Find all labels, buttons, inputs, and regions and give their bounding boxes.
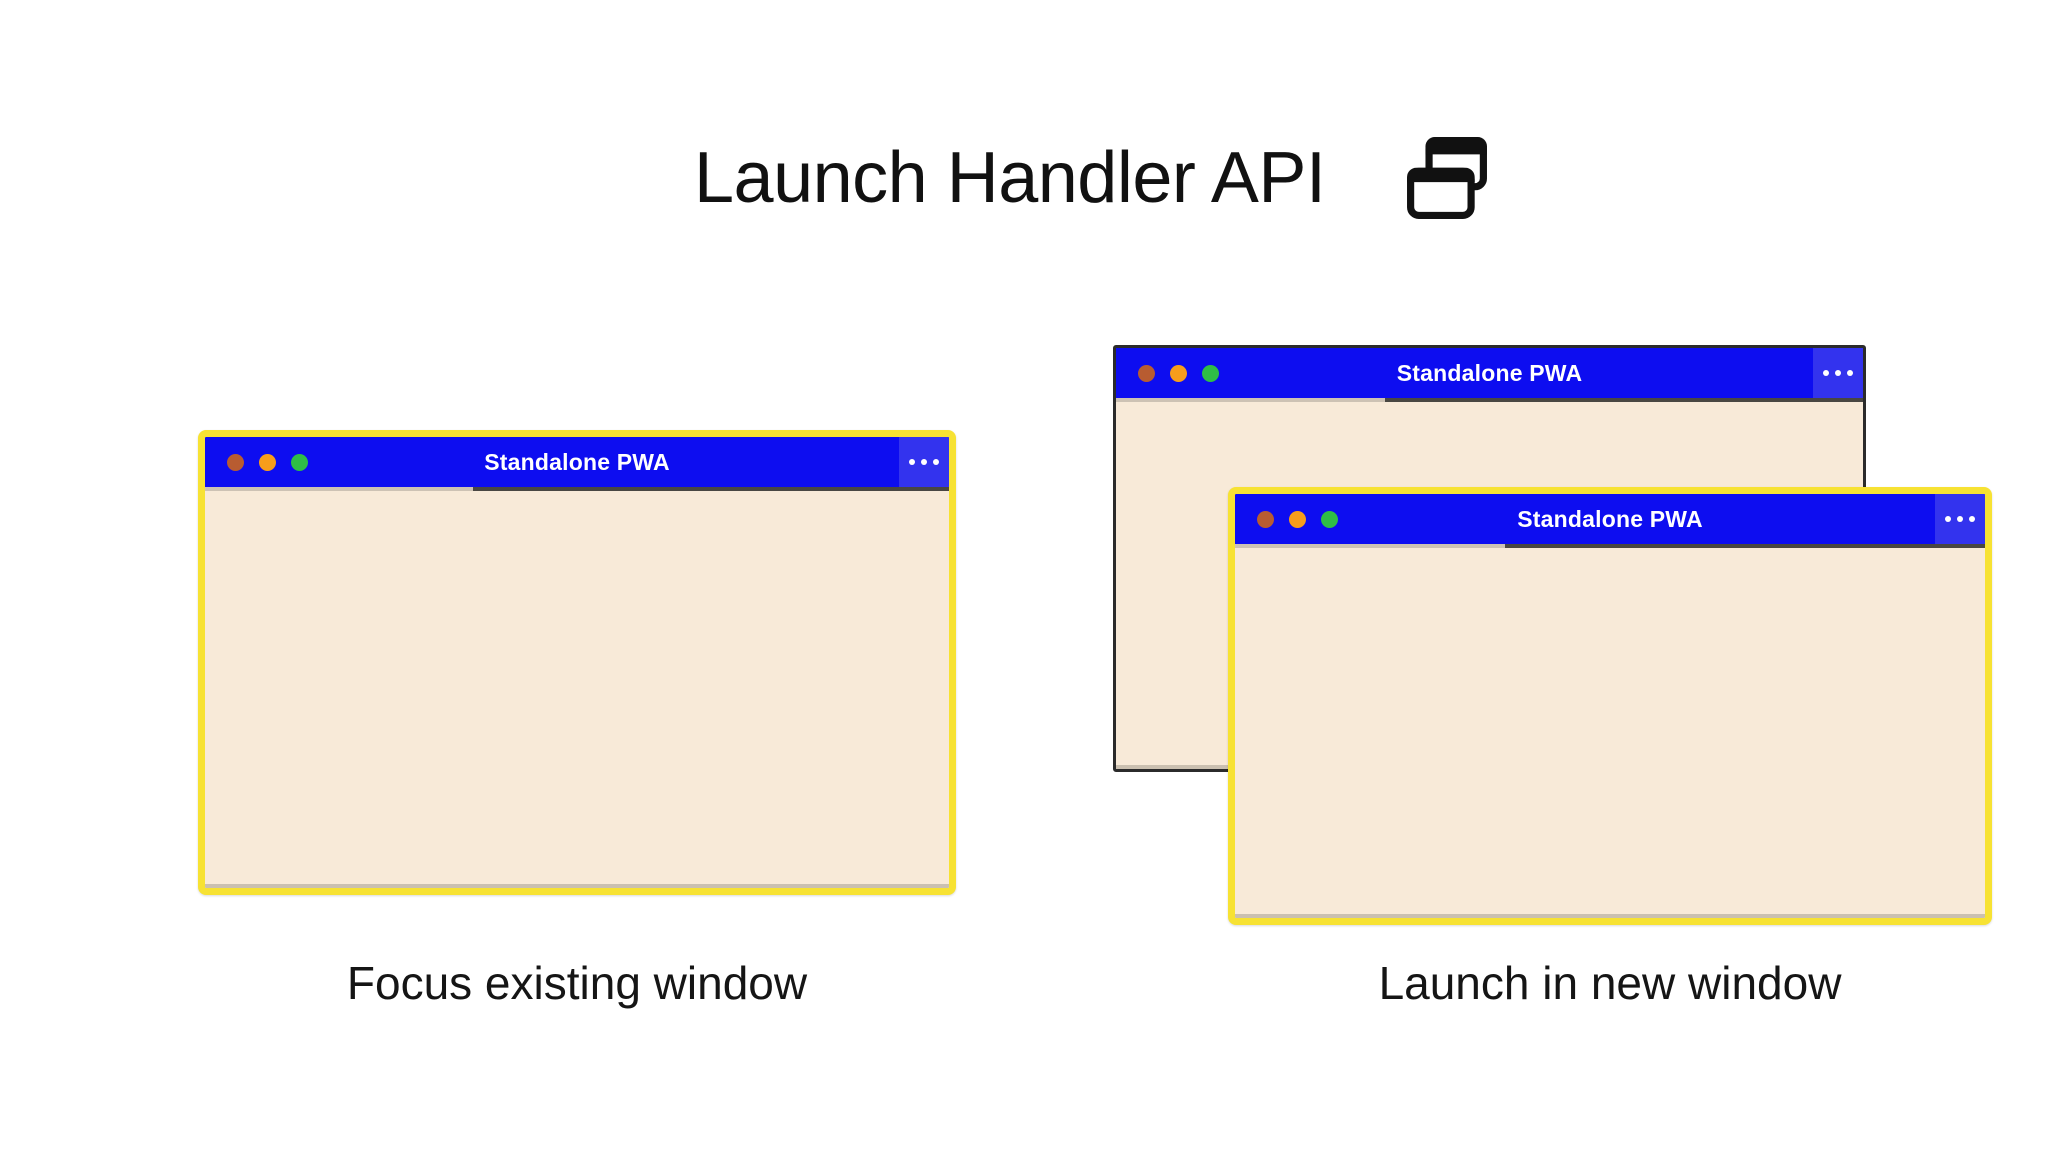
traffic-lights xyxy=(205,453,308,471)
overlapping-windows-icon xyxy=(1407,137,1488,219)
window-titlebar: Standalone PWA xyxy=(205,437,949,487)
page-title: Launch Handler API xyxy=(694,138,1326,218)
pwa-window-focus-existing: Standalone PWA xyxy=(198,430,956,895)
ellipsis-menu-button[interactable] xyxy=(1935,494,1985,544)
traffic-lights xyxy=(1116,364,1219,382)
ellipsis-menu-icon xyxy=(1823,370,1829,376)
window-close-dot-icon[interactable] xyxy=(227,453,244,471)
window-minimize-dot-icon[interactable] xyxy=(1289,510,1306,528)
window-maximize-dot-icon[interactable] xyxy=(1202,364,1219,382)
ellipsis-menu-button[interactable] xyxy=(1813,348,1863,398)
window-content xyxy=(1235,544,1985,918)
caption-launch-new: Launch in new window xyxy=(1378,957,1842,1009)
window-maximize-dot-icon[interactable] xyxy=(291,453,308,471)
window-minimize-dot-icon[interactable] xyxy=(259,453,276,471)
window-title: Standalone PWA xyxy=(484,448,670,475)
window-content xyxy=(205,487,949,888)
ellipsis-menu-button[interactable] xyxy=(899,437,949,487)
caption-focus-existing: Focus existing window xyxy=(346,957,808,1009)
traffic-lights xyxy=(1235,510,1338,528)
ellipsis-menu-icon xyxy=(909,459,915,465)
window-title: Standalone PWA xyxy=(1396,359,1583,386)
window-titlebar: Standalone PWA xyxy=(1116,348,1863,398)
window-titlebar: Standalone PWA xyxy=(1235,494,1985,544)
window-title: Standalone PWA xyxy=(1517,505,1703,532)
window-close-dot-icon[interactable] xyxy=(1138,364,1155,382)
window-maximize-dot-icon[interactable] xyxy=(1321,510,1338,528)
window-minimize-dot-icon[interactable] xyxy=(1170,364,1187,382)
ellipsis-menu-icon xyxy=(1945,516,1951,522)
figure-heading: Launch Handler API xyxy=(694,134,1488,222)
window-close-dot-icon[interactable] xyxy=(1257,510,1274,528)
pwa-window-new-launch: Standalone PWA xyxy=(1228,487,1992,925)
